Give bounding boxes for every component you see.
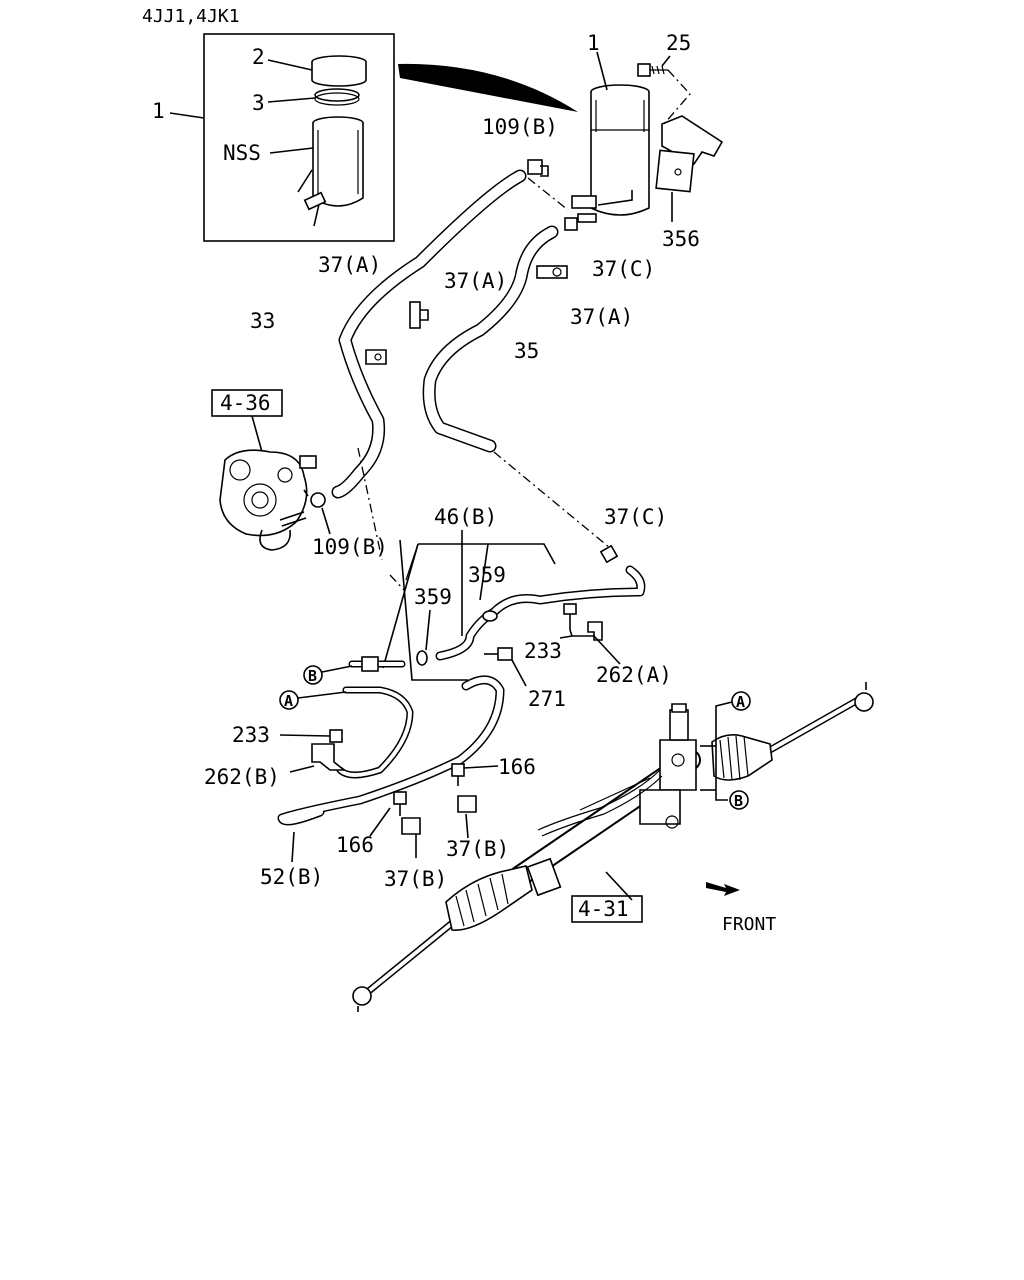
clamp-37b-left — [401, 817, 421, 835]
label-37b-right: 37(B) — [446, 837, 509, 861]
svg-text:A: A — [284, 692, 293, 710]
bolt-166-left — [393, 791, 407, 816]
reservoir-assembly — [571, 84, 650, 216]
gear-ref-box — [571, 895, 643, 923]
marker-a-left: A — [279, 690, 299, 710]
label-1-inset: 1 — [152, 99, 165, 123]
clamp-359-a — [416, 650, 428, 666]
bolt-25 — [637, 63, 668, 77]
label-35: 35 — [514, 339, 539, 363]
clamp-37c-upper — [564, 213, 597, 231]
label-359-left: 359 — [414, 585, 452, 609]
svg-text:B: B — [734, 792, 743, 810]
label-nss: NSS — [223, 141, 261, 165]
clamp-37b-right — [457, 795, 477, 813]
reservoir-cap — [311, 55, 367, 87]
label-109b-top: 109(B) — [482, 115, 558, 139]
reservoir-seal-ring — [314, 88, 360, 106]
clamp-37a-left — [365, 349, 387, 365]
label-52b: 52(B) — [260, 865, 323, 889]
label-166-right: 166 — [498, 755, 536, 779]
inset-arrow — [398, 63, 578, 112]
label-37a-left: 37(A) — [318, 253, 381, 277]
label-37b-left: 37(B) — [384, 867, 447, 891]
fitting-b — [361, 656, 379, 672]
label-3: 3 — [252, 91, 265, 115]
label-233-upper: 233 — [524, 639, 562, 663]
label-37a-middle: 37(A) — [444, 269, 507, 293]
steering-gear-assembly — [352, 682, 874, 1012]
bracket-262b — [311, 743, 347, 771]
label-2: 2 — [252, 45, 265, 69]
label-46b: 46(B) — [434, 505, 497, 529]
bolt-166-right — [451, 763, 465, 786]
clamp-359-b — [482, 610, 498, 622]
reservoir-bracket — [655, 115, 724, 193]
label-262a: 262(A) — [596, 663, 672, 687]
label-front: FRONT — [722, 914, 776, 935]
label-37a-right: 37(A) — [570, 305, 633, 329]
label-166-left: 166 — [336, 833, 374, 857]
bracket-262a — [587, 621, 603, 641]
svg-text:B: B — [308, 667, 317, 685]
clamp-109b-lower — [303, 489, 326, 508]
label-356: 356 — [662, 227, 700, 251]
reservoir-inset-box — [203, 33, 395, 242]
marker-a-right: A — [731, 691, 751, 711]
reservoir-body-nss — [297, 116, 364, 227]
pipe-a — [336, 686, 414, 779]
label-37c-upper: 37(C) — [592, 257, 655, 281]
pump-ref-box — [211, 389, 283, 417]
label-gear-ref: 4-31 — [578, 897, 629, 921]
label-359-right: 359 — [468, 563, 506, 587]
bolt-233-upper — [563, 603, 577, 630]
bolt-233-lower — [329, 729, 343, 743]
fitting-271 — [484, 647, 513, 661]
svg-text:A: A — [736, 693, 745, 711]
front-arrow — [706, 882, 740, 896]
pump-assembly — [219, 449, 317, 551]
engine-code-header: 4JJ1,4JK1 — [142, 6, 240, 27]
label-109b-bottom: 109(B) — [312, 535, 388, 559]
label-271: 271 — [528, 687, 566, 711]
label-25: 25 — [666, 31, 691, 55]
clamp-37a-middle — [409, 301, 429, 329]
marker-b-right: B — [729, 790, 749, 810]
clamp-37a-right — [536, 265, 568, 279]
label-233-lower: 233 — [232, 723, 270, 747]
label-262b: 262(B) — [204, 765, 280, 789]
clamp-109b-upper — [527, 159, 549, 177]
label-1-main: 1 — [587, 31, 600, 55]
marker-b-left: B — [303, 665, 323, 685]
label-37c-lower: 37(C) — [604, 505, 667, 529]
clamp-37c-lower — [599, 544, 619, 564]
label-33: 33 — [250, 309, 275, 333]
label-pump-ref: 4-36 — [220, 391, 271, 415]
